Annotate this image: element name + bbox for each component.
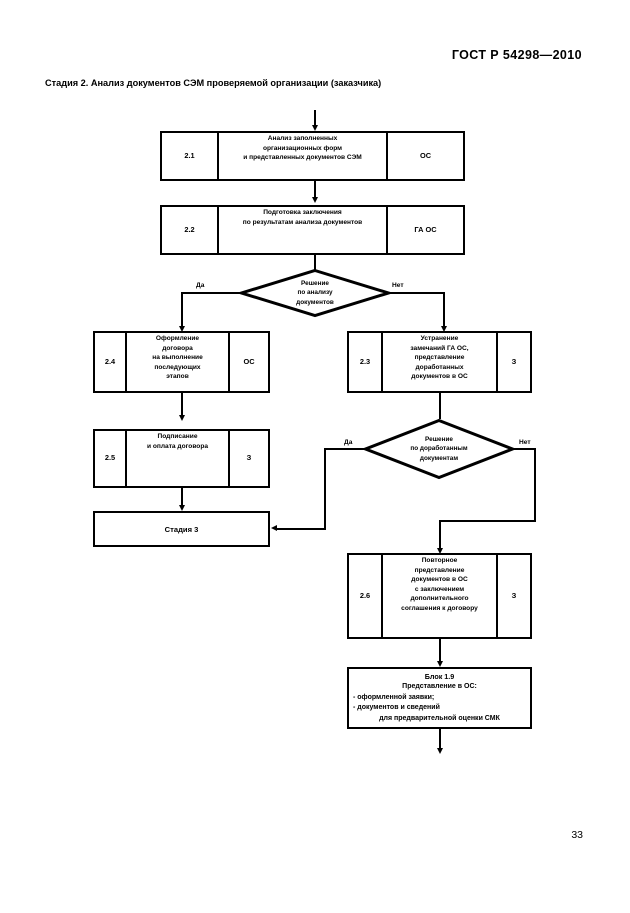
node-2-4-number: 2.4	[95, 333, 127, 391]
arrowhead-into-stage-3	[271, 525, 277, 531]
process-node-2-3[interactable]: 2.3 Устранение замечаний ГА ОС, представ…	[347, 331, 532, 393]
process-node-2-5[interactable]: 2.5 Подписание и оплата договора З	[93, 429, 270, 488]
connector-top-into-2-1	[314, 110, 316, 127]
connector-decision-2-yes-horizontal-bottom	[277, 528, 326, 530]
node-2-4-text: Оформление договора на выполнение послед…	[152, 335, 203, 381]
connector-decision-2-yes-horizontal-top	[324, 448, 366, 450]
decision-2-shape	[361, 418, 517, 480]
decision-node-2[interactable]: Решение по доработанным документам	[361, 418, 517, 480]
connector-2-1-to-2-2	[314, 181, 316, 199]
block-1-9-line-1: Представление в ОС:	[402, 683, 477, 690]
node-2-5-actor: З	[228, 431, 268, 486]
connector-decision-1-yes-horizontal	[181, 292, 241, 294]
arrowhead-into-2-6	[436, 548, 443, 554]
process-node-2-2[interactable]: 2.2 Подготовка заключения по результатам…	[160, 205, 465, 255]
stage-3-label: Стадия 3	[164, 524, 199, 534]
connector-decision-2-no-horizontal-bottom	[439, 520, 536, 522]
arrowhead-into-2-4	[178, 326, 185, 332]
connector-decision-2-yes-vertical	[324, 448, 326, 530]
node-2-6-actor: З	[496, 555, 530, 637]
node-2-3-text: Устранение замечаний ГА ОС, представлени…	[410, 335, 469, 381]
stage-title: Стадия 2. Анализ документов СЭМ проверяе…	[45, 78, 382, 88]
arrowhead-into-block-1-9	[436, 661, 443, 667]
connector-2-6-to-block-1-9	[439, 639, 441, 663]
node-2-6-number: 2.6	[349, 555, 383, 637]
process-node-2-4[interactable]: 2.4 Оформление договора на выполнение по…	[93, 331, 270, 393]
connector-into-2-6-vertical	[439, 520, 441, 550]
reference-block-1-9[interactable]: Блок 1.9 Представление в ОС: - оформленн…	[347, 667, 532, 729]
connector-decision-2-no-vertical	[534, 448, 536, 522]
decision-node-1[interactable]: Решение по анализу документов	[236, 268, 394, 318]
process-node-2-1[interactable]: 2.1 Анализ заполненных организационных ф…	[160, 131, 465, 181]
node-2-4-actor: ОС	[228, 333, 268, 391]
decision-2-yes-label: Да	[344, 439, 353, 446]
node-2-1-actor: ОС	[386, 133, 463, 179]
connector-2-5-to-stage-3	[181, 488, 183, 507]
node-2-1-text: Анализ заполненных организационных форм …	[243, 135, 362, 162]
node-2-6-text: Повторное представление документов в ОС …	[401, 557, 478, 612]
process-node-2-6[interactable]: 2.6 Повторное представление документов в…	[347, 553, 532, 639]
decision-2-no-label: Нет	[519, 439, 531, 446]
node-2-3-number: 2.3	[349, 333, 383, 391]
connector-decision-1-yes-vertical	[181, 292, 183, 328]
node-2-2-text: Подготовка заключения по результатам ана…	[242, 209, 363, 226]
connector-decision-1-no-horizontal	[389, 292, 445, 294]
block-1-9-line-2: - оформленной заявки;	[353, 693, 435, 701]
node-2-3-actor: З	[496, 333, 530, 391]
node-2-5-text: Подписание и оплата договора	[146, 433, 209, 450]
document-standard-reference: ГОСТ Р 54298—2010	[451, 48, 582, 62]
decision-1-no-label: Нет	[392, 282, 404, 289]
connector-block-1-9-outgoing	[439, 729, 441, 751]
node-2-2-actor: ГА ОС	[386, 207, 463, 253]
node-2-2-number: 2.2	[162, 207, 219, 253]
page-number: 33	[571, 829, 583, 841]
arrowhead-into-2-5	[178, 415, 185, 421]
decision-1-yes-label: Да	[196, 282, 205, 289]
block-1-9-line-4: для предварительной оценки СМК	[379, 714, 500, 722]
arrowhead-into-2-3	[440, 326, 447, 332]
arrowhead-into-2-1	[311, 125, 318, 131]
connector-2-2-to-decision-1	[314, 255, 316, 271]
connector-decision-1-no-vertical	[443, 292, 445, 328]
block-1-9-title: Блок 1.9	[424, 672, 455, 681]
connector-decision-2-no-horizontal-top	[512, 448, 536, 450]
arrowhead-into-stage-3-top	[178, 505, 185, 511]
arrowhead-into-2-2	[311, 197, 318, 203]
arrowhead-block-1-9-outgoing	[436, 748, 443, 754]
connector-2-3-to-decision-2	[439, 393, 441, 419]
node-2-1-number: 2.1	[162, 133, 219, 179]
block-1-9-line-3: - документов и сведений	[353, 704, 440, 711]
block-1-9-content: Блок 1.9 Представление в ОС: - оформленн…	[349, 669, 530, 727]
connector-2-4-to-2-5	[181, 393, 183, 417]
node-2-5-number: 2.5	[95, 431, 127, 486]
stage-3-node[interactable]: Стадия 3	[93, 511, 270, 547]
decision-1-shape	[236, 268, 394, 318]
